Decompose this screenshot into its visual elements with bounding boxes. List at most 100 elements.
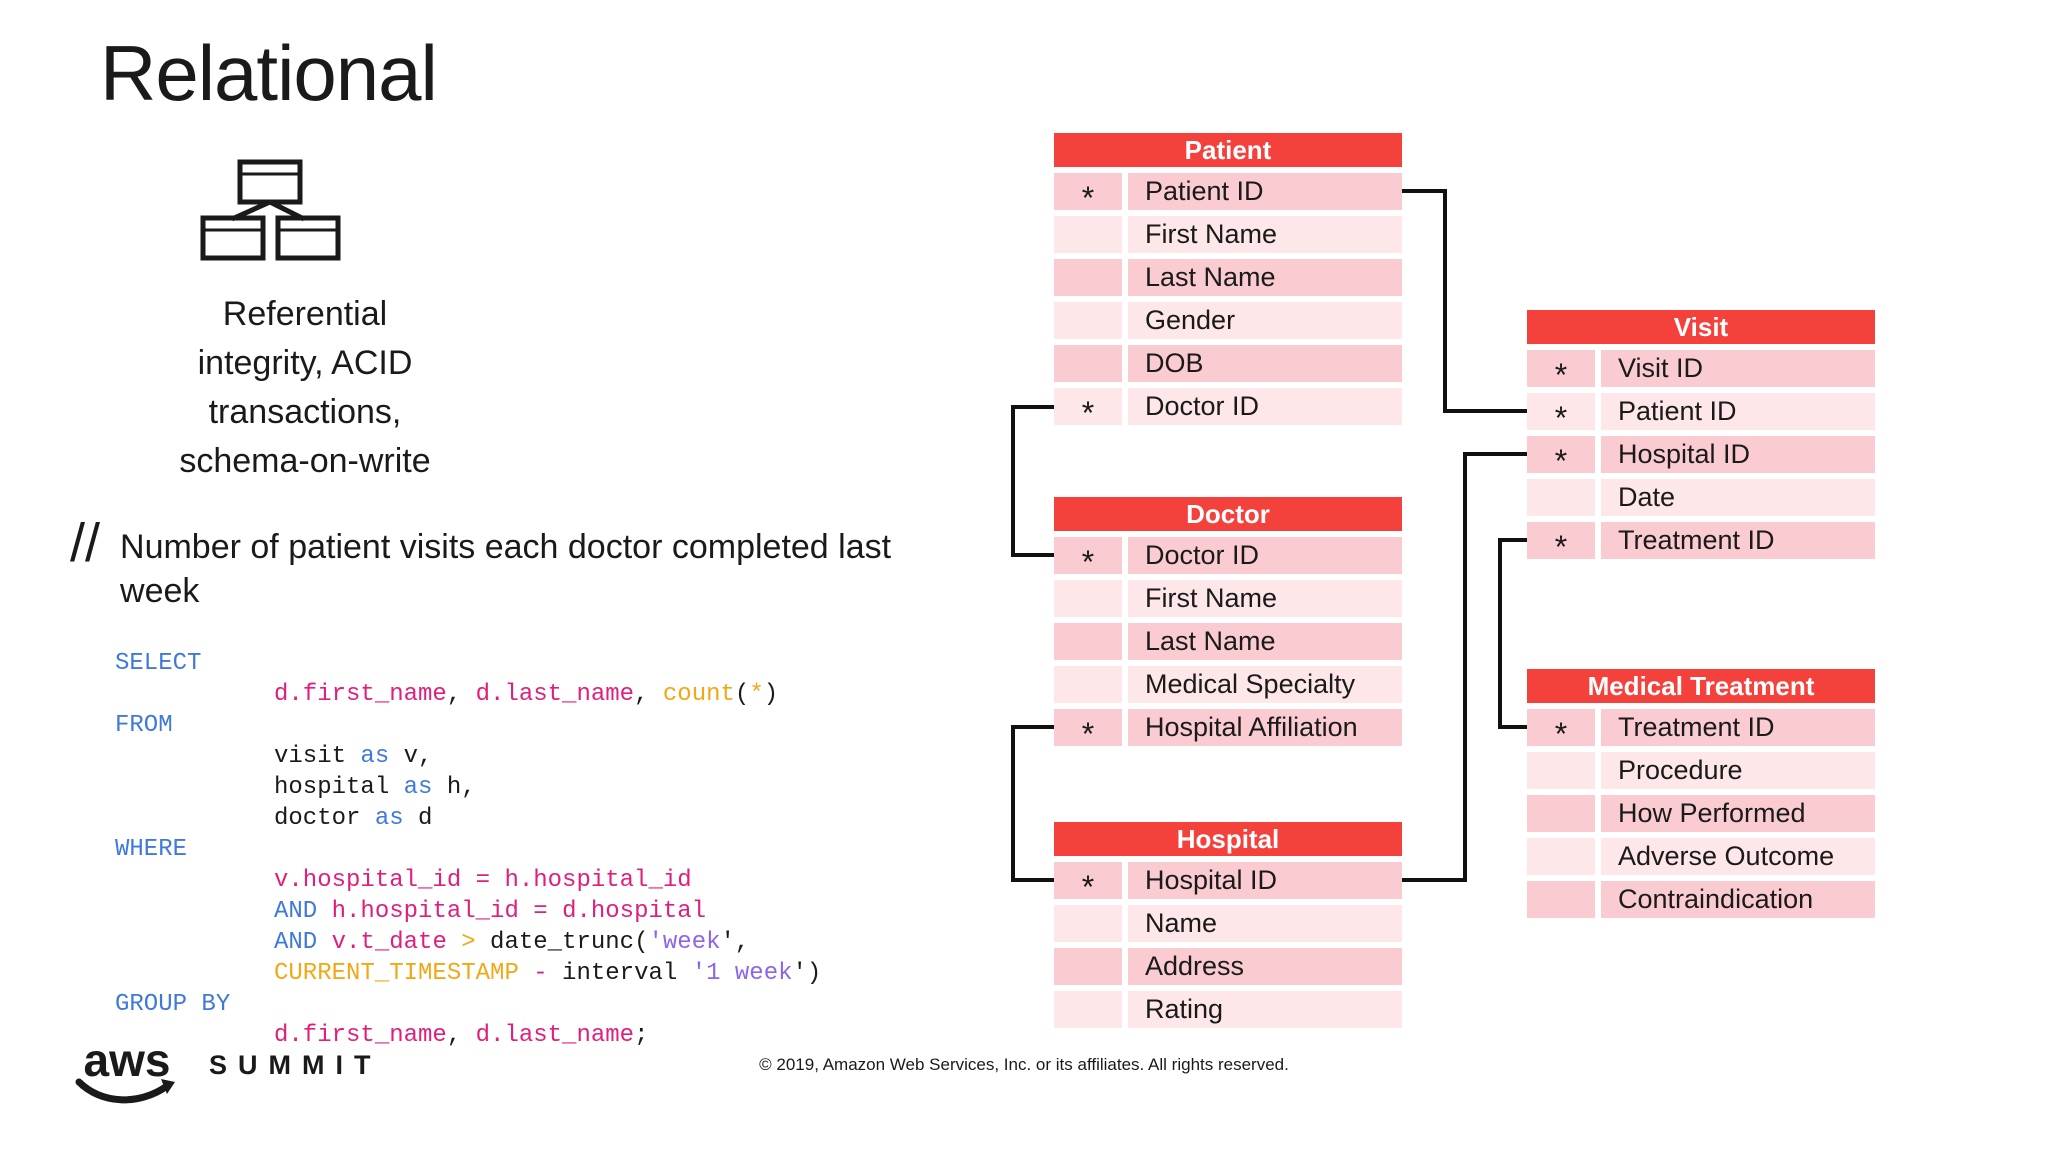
sql-token: v.hospital_id = h.hospital_id <box>274 867 692 894</box>
key-star-empty <box>1527 479 1595 516</box>
key-star-empty <box>1527 752 1595 789</box>
feature-line: Referential <box>222 295 388 333</box>
er-field-row: How Performed <box>1527 795 1875 832</box>
sql-token: v, <box>389 743 433 770</box>
sql-code-line: d.first_name, d.last_name; <box>115 1020 821 1051</box>
sql-code-line: SELECT <box>115 648 821 679</box>
er-field-label: Rating <box>1128 991 1402 1028</box>
er-field-label: Name <box>1128 905 1402 942</box>
key-star-empty <box>1054 345 1122 382</box>
copyright-notice: © 2019, Amazon Web Services, Inc. or its… <box>759 1055 1289 1074</box>
er-table-title: Hospital <box>1054 822 1402 856</box>
er-field-row: *Treatment ID <box>1527 522 1875 563</box>
sql-token: hospital <box>274 774 404 801</box>
page-title: Relational <box>100 29 438 117</box>
er-field-row: *Hospital Affiliation <box>1054 709 1402 750</box>
er-field-row: Date <box>1527 479 1875 516</box>
er-field-label: Patient ID <box>1601 393 1875 430</box>
sql-code-line: hospital as h, <box>115 772 821 803</box>
query-comment: // Number of patient visits each doctor … <box>70 515 891 613</box>
sql-code-line: WHERE <box>115 834 821 865</box>
aws-logo: aws <box>75 1034 179 1108</box>
key-star-empty <box>1054 623 1122 660</box>
er-field-label: Date <box>1601 479 1875 516</box>
er-field-label: First Name <box>1128 580 1402 617</box>
er-field-row: Contraindication <box>1527 881 1875 918</box>
key-star-icon: * <box>1527 522 1595 563</box>
summit-logo-text: SUMMIT <box>209 1050 382 1080</box>
sql-token: , <box>634 681 663 708</box>
sql-token: ; <box>634 1022 649 1049</box>
er-field-label: Hospital Affiliation <box>1128 709 1402 746</box>
key-star-icon: * <box>1527 350 1595 391</box>
er-field-label: Doctor ID <box>1128 388 1402 425</box>
sql-code-line: d.first_name, d.last_name, count(*) <box>115 679 821 710</box>
er-field-row: Name <box>1054 905 1402 942</box>
er-field-row: Last Name <box>1054 623 1402 660</box>
sql-token: doctor <box>274 805 375 832</box>
sql-token: , <box>446 1022 476 1049</box>
aws-logo-text: aws <box>83 1034 171 1086</box>
sql-token: , <box>446 681 476 708</box>
comment-text: Number of patient visits each doctor com… <box>120 515 891 613</box>
relationship-line-patient-patient-id--visit-patient-id <box>1402 189 1527 413</box>
er-field-label: Treatment ID <box>1601 709 1875 746</box>
sql-token: v.t_date <box>331 929 447 956</box>
sql-token: AND <box>274 898 318 925</box>
er-field-row: Rating <box>1054 991 1402 1028</box>
er-field-row: DOB <box>1054 345 1402 382</box>
er-field-row: *Doctor ID <box>1054 388 1402 429</box>
sql-token: h, <box>432 774 476 801</box>
sql-token: * <box>749 681 764 708</box>
sql-code-line: FROM <box>115 710 821 741</box>
key-star-empty <box>1054 216 1122 253</box>
er-table-title: Doctor <box>1054 497 1402 531</box>
relationship-line-visit-treatment-id--treatment-treatment-id <box>1498 538 1527 729</box>
er-field-label: Gender <box>1128 302 1402 339</box>
key-star-icon: * <box>1054 709 1122 750</box>
sql-token: interval <box>547 960 692 987</box>
relational-tables-icon <box>200 159 341 261</box>
key-star-empty <box>1054 259 1122 296</box>
sql-code-line: CURRENT_TIMESTAMP - interval '1 week') <box>115 958 821 989</box>
sql-token: 'week <box>648 929 721 956</box>
sql-token: WHERE <box>115 836 188 863</box>
sql-token: as <box>360 743 390 770</box>
er-field-row: Adverse Outcome <box>1527 838 1875 875</box>
key-star-empty <box>1054 666 1122 703</box>
sql-token: ( <box>734 681 750 708</box>
comment-text-line: Number of patient visits each doctor com… <box>120 528 892 566</box>
key-star-empty <box>1054 991 1122 1028</box>
feature-line: schema-on-write <box>179 442 431 480</box>
er-field-label: First Name <box>1128 216 1402 253</box>
key-star-icon: * <box>1054 388 1122 429</box>
sql-token: d.last_name <box>475 1022 635 1049</box>
key-star-empty <box>1527 838 1595 875</box>
key-star-empty <box>1054 302 1122 339</box>
sql-token: ') <box>792 960 822 987</box>
relationship-line-doctor-hospital-affiliation--hospital-hospital-id <box>1011 725 1054 882</box>
sql-token: visit <box>274 743 361 770</box>
key-star-icon: * <box>1527 436 1595 477</box>
sql-token: SELECT <box>115 650 202 677</box>
sql-token: d.last_name <box>475 681 635 708</box>
feature-line: integrity, ACID <box>197 344 413 382</box>
sql-token: ) <box>763 681 779 708</box>
sql-token: AND <box>274 929 318 956</box>
key-star-empty <box>1527 795 1595 832</box>
sql-token: ', <box>720 929 750 956</box>
sql-token: d.first_name <box>274 681 447 708</box>
sql-token: d.first_name <box>274 1022 447 1049</box>
er-field-label: Contraindication <box>1601 881 1875 918</box>
sql-code-line: doctor as d <box>115 803 821 834</box>
er-field-row: First Name <box>1054 580 1402 617</box>
sql-code-line: AND h.hospital_id = d.hospital <box>115 896 821 927</box>
er-field-label: Treatment ID <box>1601 522 1875 559</box>
sql-token: count <box>662 681 735 708</box>
sql-token: > <box>461 929 476 956</box>
er-field-row: *Doctor ID <box>1054 537 1402 578</box>
